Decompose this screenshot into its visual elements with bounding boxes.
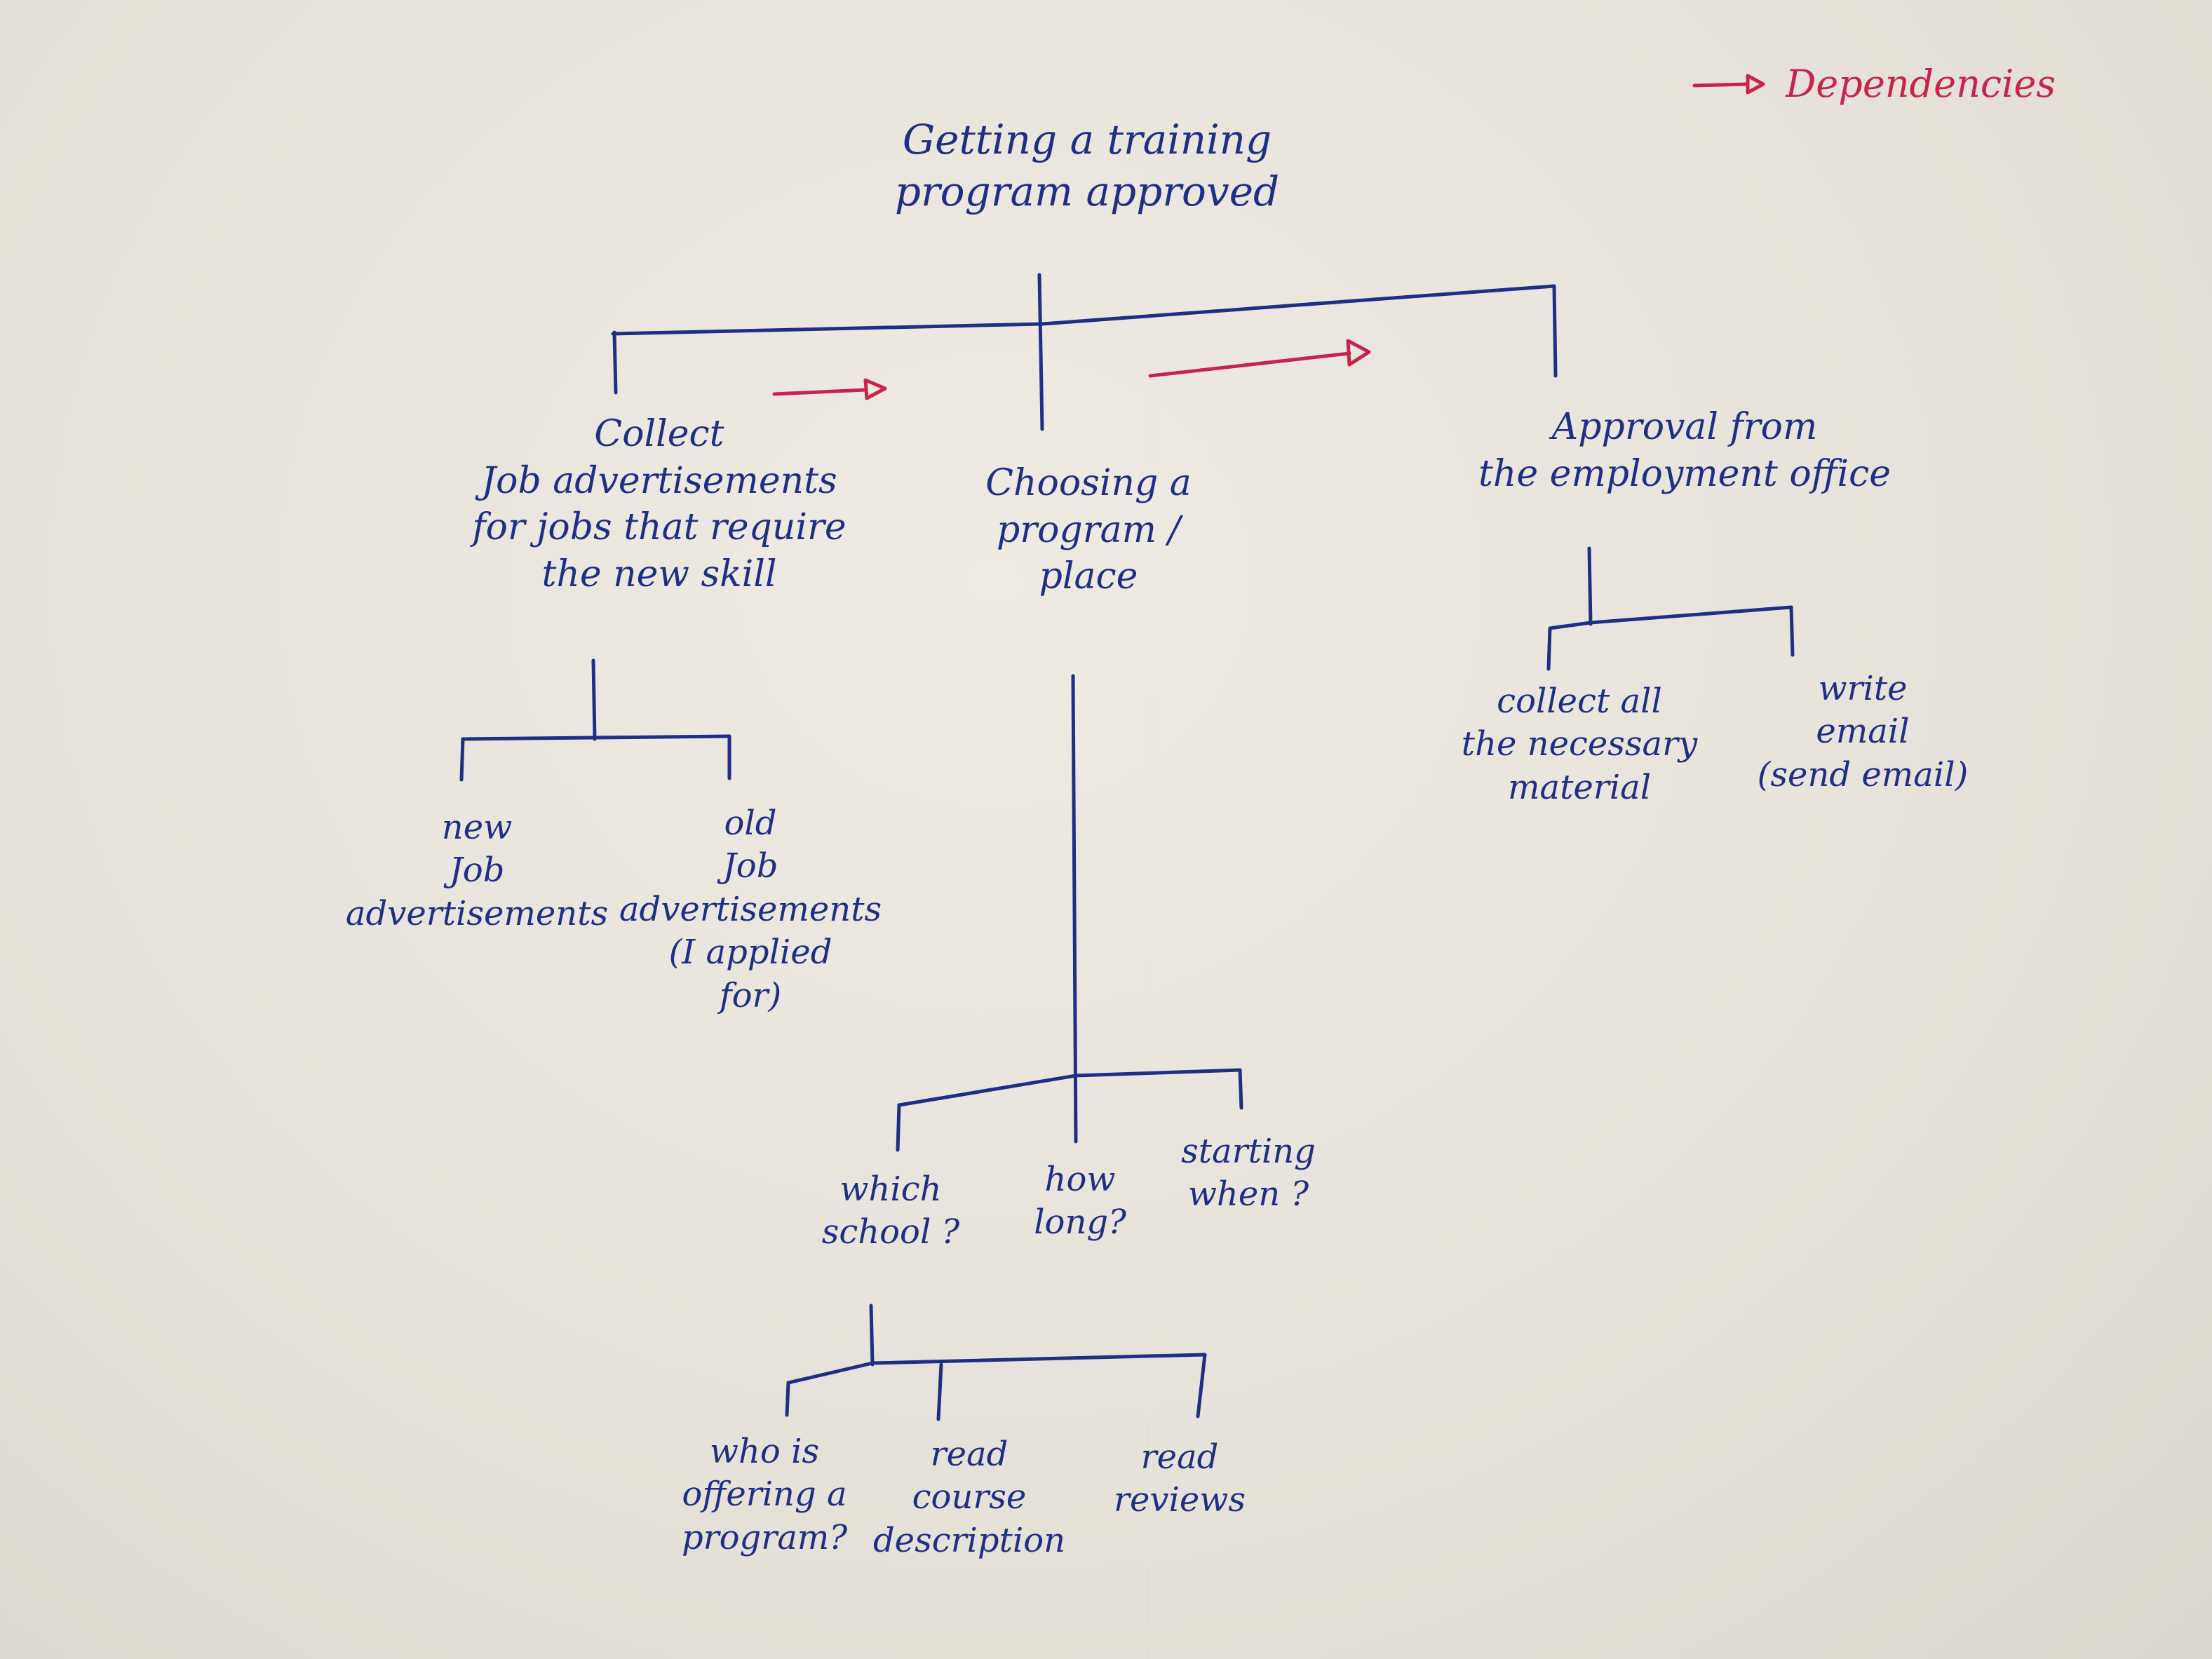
collect-bar [461,734,731,741]
root-bar [611,284,1556,336]
collect-drop [612,330,618,395]
dependency-arrowhead-collect-to-choosing [863,378,887,400]
collect-job-ads-node: Collect Job advertisements for jobs that… [472,413,847,595]
root-node: Getting a training program approved [894,116,1280,216]
paper-fold [1150,0,1152,1659]
starting-when-drop [1238,1068,1243,1110]
collect-stem [591,658,597,741]
reviews-node: read reviews [1114,1437,1246,1520]
new-job-ads-node: new Job advertisements [345,808,609,933]
legend: Dependencies [1690,62,2056,106]
school-stem [869,1304,875,1367]
who-offering-node: who is offering a program? [681,1432,848,1557]
new-ads-drop [459,737,465,782]
old-job-ads-node: old Job advertisements (I applied for) [619,804,882,1015]
which-school-node: which school ? [821,1170,960,1252]
dependency-arrow-choosing-to-approval [1148,351,1351,378]
reviews-drop [1196,1353,1207,1418]
approval-bar [1548,605,1793,630]
collect-material-node: collect all the necessary material [1461,682,1698,807]
course-description-node: read course description [872,1435,1066,1560]
approval-stem [1587,546,1593,626]
approval-drop [1552,284,1558,378]
choosing-program-node: Choosing a program / place [985,462,1192,598]
dependency-arrow-collect-to-choosing [772,388,868,396]
collect-material-drop [1546,626,1552,671]
dependency-arrowhead-choosing-to-approval [1346,339,1371,367]
write-email-node: write email (send email) [1757,669,1969,794]
course-description-drop [936,1362,943,1421]
who-offering-drop [785,1381,790,1417]
choosing-bar [897,1068,1242,1107]
approval-node: Approval from the employment office [1478,406,1891,495]
write-email-drop [1789,605,1795,657]
which-school-drop [896,1103,901,1152]
how-long-node: how long? [1034,1160,1126,1242]
school-bar [786,1353,1207,1385]
legend-arrow-icon [1692,74,1765,94]
root-stem [1037,273,1044,431]
starting-when-node: starting when ? [1181,1132,1316,1214]
legend-label: Dependencies [1786,62,2056,106]
choosing-stem [1071,674,1078,1144]
